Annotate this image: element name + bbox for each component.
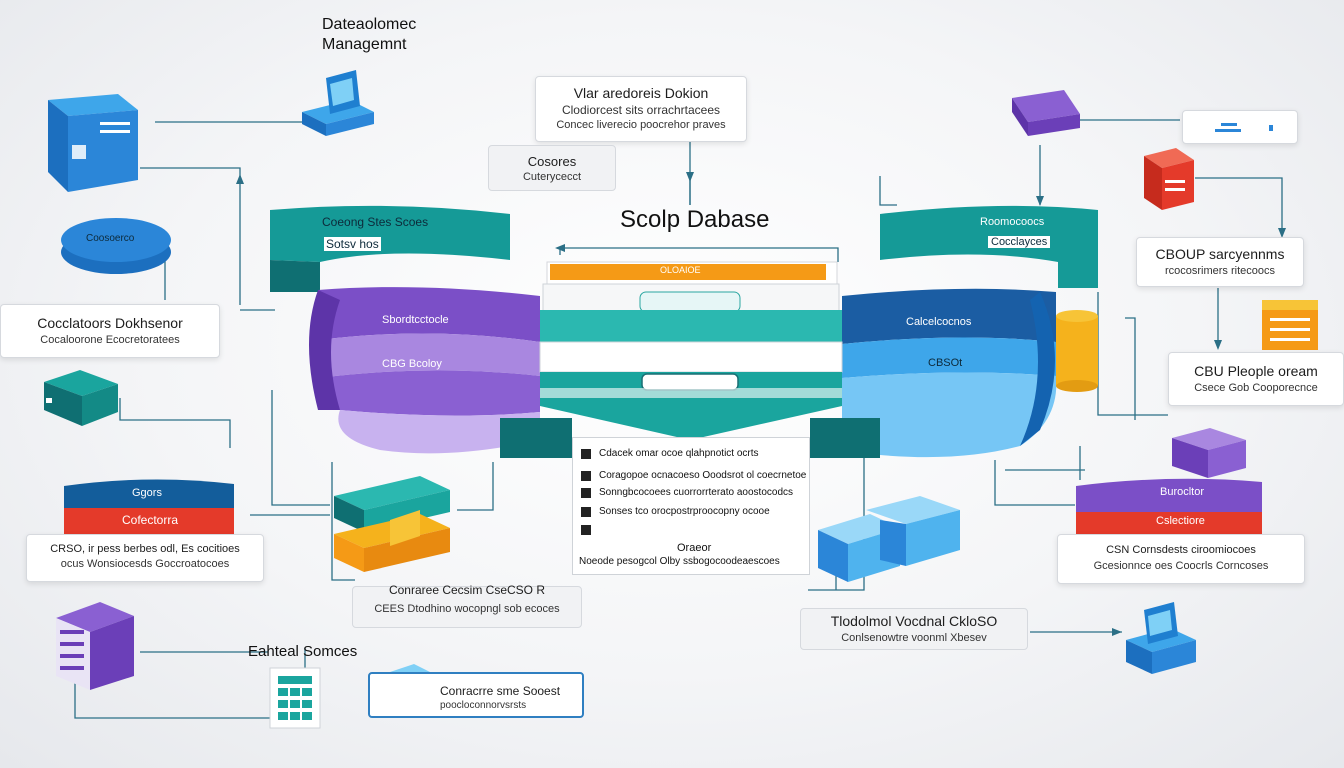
top-title-line1: Dateaolomec [322, 16, 417, 33]
card-right-bottom-line2: Gcesionnce oes Coocrls Corncoses [1093, 560, 1269, 572]
card-cosores-sub: Cuterycecct [522, 171, 582, 183]
card-bottom-center-line1: Conraree Cecsim CseCSO R [388, 583, 546, 597]
list-item [581, 524, 599, 538]
card-right-cbu-sub: Csece Gob Cooporecnce [1194, 382, 1318, 394]
card-right-bottom: CSN Cornsdests ciroomiocoes Gcesionnce o… [1057, 534, 1305, 584]
card-top-center-sub2: Concec liverecio poocrehor praves [556, 119, 726, 131]
card-bottom-mid-right-line2: Conlsenowtre voonml Xbesev [841, 632, 987, 644]
card-bottom-center-line2: CEES Dtodhino wocopngl sob ecoces [374, 603, 560, 615]
list-item: Sonses tco orocpostrproocopny ocooe [581, 506, 770, 520]
square-bullet-icon [581, 470, 591, 481]
layered-blocks-icon [334, 476, 450, 572]
left-purple-band-line1: Sbordtcctocle [382, 314, 449, 326]
right-teal-band-line1: Roomocoocs [980, 216, 1045, 228]
card-right-cbdup-title: CBOUP sarcyennms [1155, 246, 1285, 262]
right-blue-band-line1: Calcelcocnos [906, 316, 972, 328]
card-top-center-title: Vlar aredoreis Dokion [573, 85, 709, 101]
file-cabinet-icon [1262, 300, 1318, 350]
card-bottom-blue: Conracrre sme Sooest poocloconnorvsrsts [368, 672, 584, 718]
feature-list-panel: Cdacek omar ocoe qlahpnotict ocrts Corag… [572, 437, 810, 575]
left-purple-band-line2: CBG Bcoloy [382, 358, 442, 370]
cube-icon [44, 370, 118, 426]
square-bullet-icon [581, 448, 591, 459]
card-left-bottom: CRSO, ir pess berbes odl, Es cocitioes o… [26, 534, 264, 582]
monitor-box-icon [1126, 602, 1196, 674]
server-box-icon [1144, 148, 1194, 210]
card-bottom-mid-right: Tlodolmol Vocdnal CkloSO Conlsenowtre vo… [800, 608, 1028, 650]
card-right-cbu-title: CBU Pleople oream [1194, 363, 1318, 379]
square-bullet-icon [581, 506, 591, 517]
card-left-bottom-line1: CRSO, ir pess berbes odl, Es cocitioes [50, 543, 240, 555]
cube-icon [818, 496, 960, 582]
disk-icon [61, 218, 171, 274]
left-oval-label: Coosoerco [86, 233, 135, 244]
card-right-top-small [1182, 110, 1298, 144]
list-item: Coragopoe ocnacoeso Ooodsrot ol coecrnet… [581, 470, 806, 484]
left-stack-bottom-label: Cofectorra [122, 513, 179, 527]
card-bottom-blue-line2: poocloconnorvsrsts [440, 700, 527, 711]
server-box-icon [48, 94, 138, 192]
card-right-bottom-line1: CSN Cornsdests ciroomiocoes [1106, 544, 1256, 556]
card-bottom-mid-right-line1: Tlodolmol Vocdnal CkloSO [830, 613, 998, 629]
list-item: Sonngbcocoees cuorrorrterato aoostocodcs [581, 487, 793, 501]
card-right-cbu: CBU Pleople oream Csece Gob Cooporecnce [1168, 352, 1344, 406]
card-right-cbdup-sub: rcocosrimers ritecoocs [1164, 265, 1276, 277]
card-top-center: Vlar aredoreis Dokion Clodiorcest sits o… [535, 76, 747, 142]
card-placeholder-icon [1215, 123, 1273, 132]
square-bullet-icon [581, 524, 591, 535]
card-left-dokhsenor-sub: Cocaloorone Ecocretoratees [40, 334, 180, 346]
list-footer-sub: Noeode pesogcol Olby ssbogocoodeaescoes [579, 556, 780, 567]
layered-blocks-icon [1076, 428, 1262, 534]
card-bottom-center: Conraree Cecsim CseCSO R CEES Dtodhino w… [352, 583, 582, 628]
right-blue-band-line2: CBSOt [928, 357, 963, 369]
card-left-bottom-line2: ocus Wonsiocesds Goccroatocoes [60, 558, 230, 570]
card-bottom-blue-line1: Conracrre sme Sooest [440, 684, 561, 698]
list-footer-title: Oraeor [677, 542, 712, 554]
card-left-dokhsenor: Cocclatoors Dokhsenor Cocaloorone Ecocre… [0, 304, 220, 358]
right-stack-bottom-label: Cslectiore [1156, 515, 1205, 527]
left-teal-band-line1: Coeong Stes Scoes [322, 215, 429, 229]
monitor-box-icon [302, 70, 374, 136]
card-left-dokhsenor-title: Cocclatoors Dokhsenor [37, 315, 183, 331]
square-bullet-icon [581, 487, 591, 498]
top-title-line2: Managemnt [322, 36, 407, 53]
right-stack-top-label: Burocltor [1160, 486, 1205, 498]
left-stack-top-label: Ggors [132, 487, 162, 499]
list-item: Cdacek omar ocoe qlahpnotict ocrts [581, 448, 759, 462]
card-top-center-sub1: Clodiorcest sits orrachrtacees [561, 103, 721, 117]
card-cosores-title: Cosores [527, 154, 577, 169]
right-teal-band-line2: Cocclayces [988, 236, 1051, 248]
center-orange-tab-label: OLOAIOE [660, 265, 701, 275]
spreadsheet-icon [269, 667, 321, 729]
bottom-label-eahteal: Eahteal Somces [248, 643, 358, 660]
left-teal-band-line2: Sotsv hos [324, 237, 381, 251]
disk-icon [1056, 310, 1098, 392]
file-cabinet-icon [56, 602, 134, 690]
center-title: Scolp Dabase [620, 206, 770, 233]
card-cosores: Cosores Cuterycecct [488, 145, 616, 191]
card-right-cbdup: CBOUP sarcyennms rcocosrimers ritecoocs [1136, 237, 1304, 287]
usb-drive-icon [1012, 90, 1080, 136]
